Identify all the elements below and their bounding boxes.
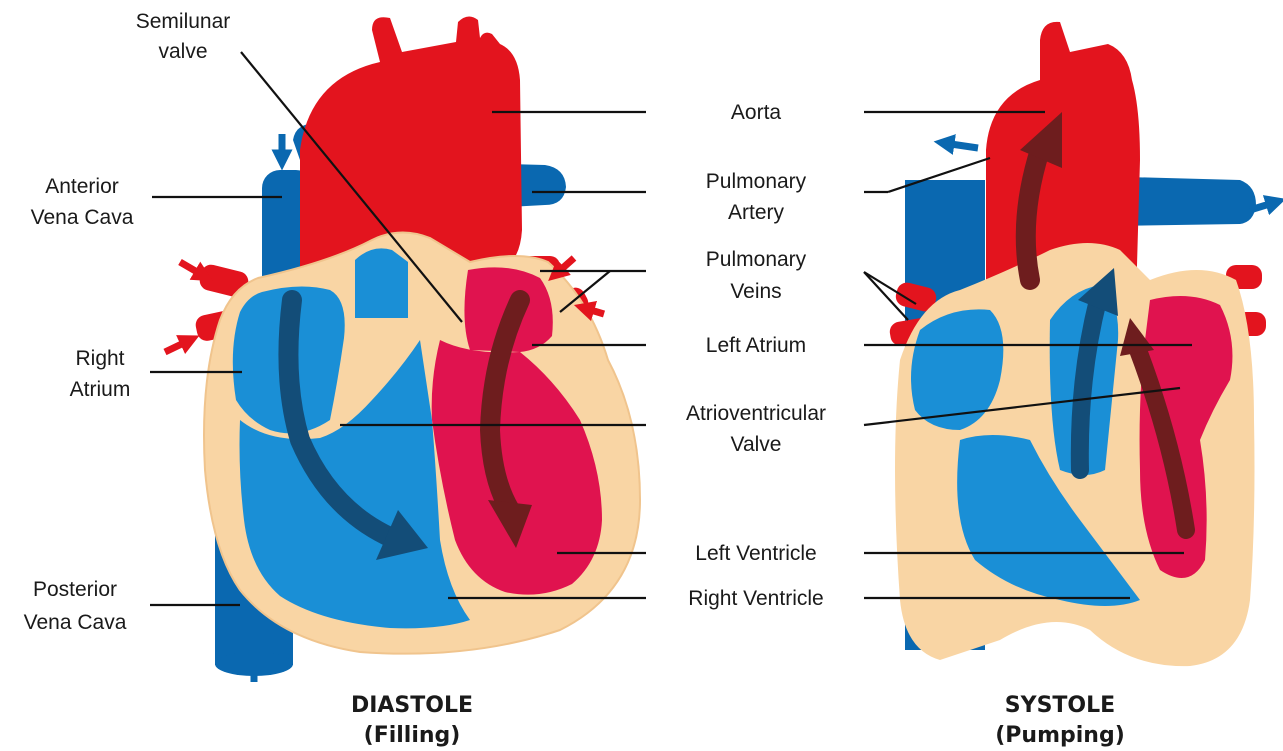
label-anterior-line2: Vena Cava: [31, 206, 134, 229]
label-av-valve-line2: Valve: [731, 433, 782, 456]
label-anterior-line1: Anterior: [45, 175, 119, 198]
label-posterior-line1: Posterior: [33, 578, 117, 601]
caption-systole-title: SYSTOLE: [1005, 693, 1115, 718]
label-semilunar-line2: valve: [158, 40, 207, 63]
label-aorta: Aorta: [731, 101, 782, 124]
label-right-ventricle: Right Ventricle: [688, 587, 823, 610]
label-posterior-line2: Vena Cava: [24, 611, 127, 634]
diastole-heart: [165, 16, 640, 682]
label-right-atrium-line1: Right: [75, 347, 124, 370]
label-pulmonary-veins-line1: Pulmonary: [706, 248, 807, 271]
right-outflow: [355, 248, 408, 318]
label-left-ventricle: Left Ventricle: [695, 542, 816, 565]
caption-systole-sub: (Pumping): [995, 723, 1125, 748]
label-pulmonary-artery-line1: Pulmonary: [706, 170, 807, 193]
label-pulmonary-artery-line2: Artery: [728, 201, 785, 224]
label-pulmonary-veins-line2: Veins: [730, 280, 781, 303]
label-semilunar-line1: Semilunar: [136, 10, 231, 33]
captions: DIASTOLE (Filling) SYSTOLE (Pumping): [351, 693, 1125, 748]
caption-diastole-sub: (Filling): [364, 723, 461, 748]
center-labels: Aorta Pulmonary Artery Pulmonary Veins L…: [686, 101, 826, 610]
label-av-valve-line1: Atrioventricular: [686, 402, 826, 425]
caption-diastole-title: DIASTOLE: [351, 693, 473, 718]
label-left-atrium: Left Atrium: [706, 334, 806, 357]
label-right-atrium-line2: Atrium: [70, 378, 131, 401]
